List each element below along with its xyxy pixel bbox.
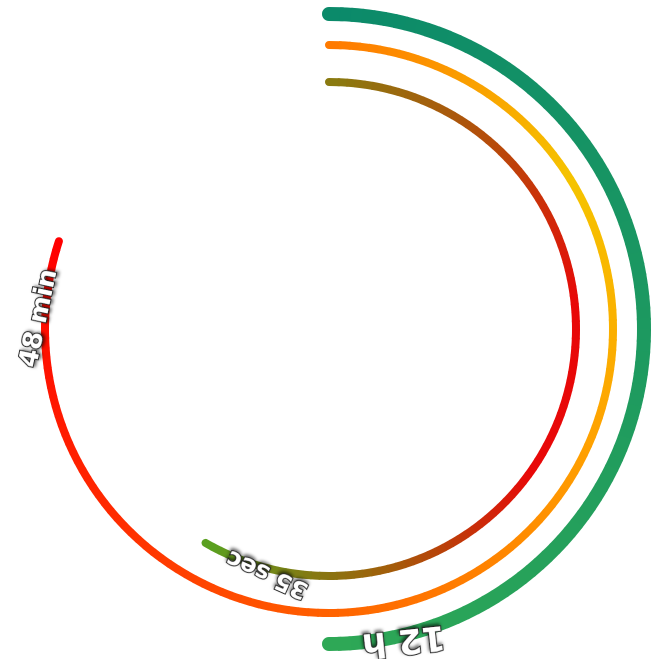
hours-label: 12 h bbox=[360, 617, 447, 659]
hours-ring bbox=[322, 7, 651, 652]
minutes-ring-segment bbox=[52, 237, 63, 255]
seconds-ring bbox=[201, 78, 580, 581]
clock-rings bbox=[41, 7, 651, 652]
minutes-label: 48 min bbox=[13, 266, 63, 370]
seconds-ring-segment bbox=[201, 538, 218, 552]
minutes-ring bbox=[41, 41, 617, 617]
